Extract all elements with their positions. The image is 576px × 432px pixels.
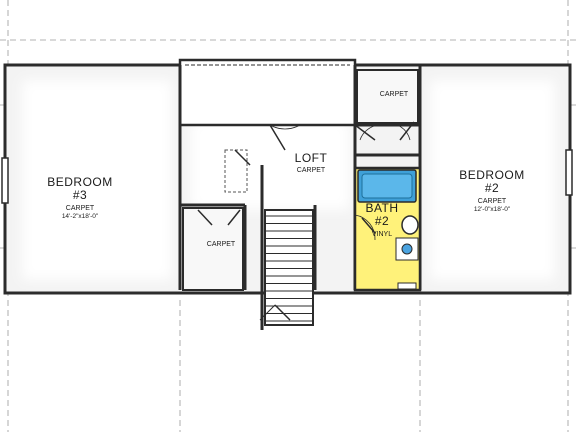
bedroom3-label: BEDROOM #3 CARPET 14'-2"x18'-0": [47, 175, 113, 220]
window-right: [565, 149, 573, 196]
bath-floor: VINYL: [372, 231, 392, 238]
closet-bottom: [182, 207, 244, 291]
bedroom3-size: 14'-2"x18'-0": [62, 213, 99, 220]
bedroom2-number: #2: [485, 181, 499, 195]
bedroom3-floor: CARPET: [66, 205, 95, 212]
loft-label: LOFT CARPET: [295, 151, 328, 174]
dormer-area: [178, 58, 357, 127]
bath-label: BATH #2 VINYL: [365, 201, 398, 238]
bedroom2-label: BEDROOM #2 CARPET 12'-0"x18'-0": [459, 168, 525, 213]
doors: [197, 121, 415, 321]
loft-floor: CARPET: [297, 167, 326, 174]
loft-name: LOFT: [295, 151, 328, 165]
bath-room: [353, 166, 422, 292]
bath-number: #2: [375, 214, 389, 228]
closet-top-floor: CARPET: [380, 91, 409, 98]
bedroom3-name: BEDROOM: [47, 175, 113, 189]
interior-walls: [178, 65, 422, 330]
bedroom2-size: 12'-0"x18'-0": [474, 206, 511, 213]
bedroom2-floor: CARPET: [478, 198, 507, 205]
closet-top: [356, 69, 419, 124]
floor-area: [3, 63, 572, 295]
sink-icon: [401, 243, 413, 255]
window-left: [1, 157, 9, 204]
bath-name: BATH: [365, 201, 398, 215]
stair-treads: [266, 215, 312, 322]
toilet-icon: [401, 215, 419, 235]
closet-bottom-floor: CARPET: [207, 241, 236, 248]
bedroom3-number: #3: [73, 188, 87, 202]
bedroom2-name: BEDROOM: [459, 168, 525, 182]
